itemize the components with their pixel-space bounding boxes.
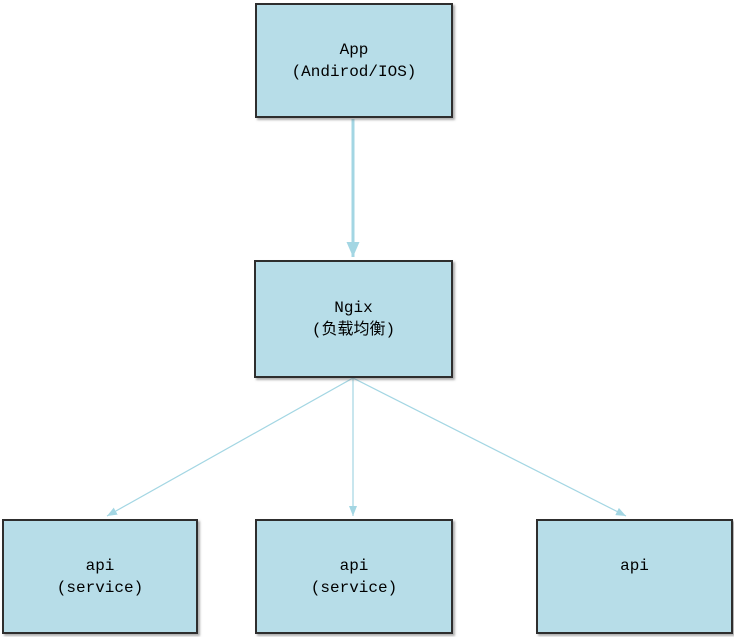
node-ngix: Ngix (负载均衡) — [254, 260, 453, 378]
node-ngix-label: Ngix — [334, 299, 373, 317]
node-app-label: App — [339, 40, 369, 59]
node-app-sublabel: (Andirod/IOS) — [291, 62, 417, 81]
node-api-3: api — [536, 519, 733, 634]
node-api1-label: api — [85, 556, 115, 575]
node-api2-label: api — [339, 556, 369, 575]
node-api-service-2: api (service) — [255, 519, 453, 634]
node-api-service-1: api (service) — [2, 519, 198, 634]
node-app: App (Andirod/IOS) — [255, 3, 453, 118]
node-api1-sublabel: (service) — [56, 578, 144, 597]
node-api3-label: api — [620, 556, 649, 575]
edge-ngix-to-api1 — [106, 377, 354, 517]
node-api2-sublabel: (service) — [310, 578, 398, 597]
node-ngix-sublabel: (负载均衡) — [311, 321, 396, 339]
edge-ngix-to-api3 — [352, 377, 627, 517]
